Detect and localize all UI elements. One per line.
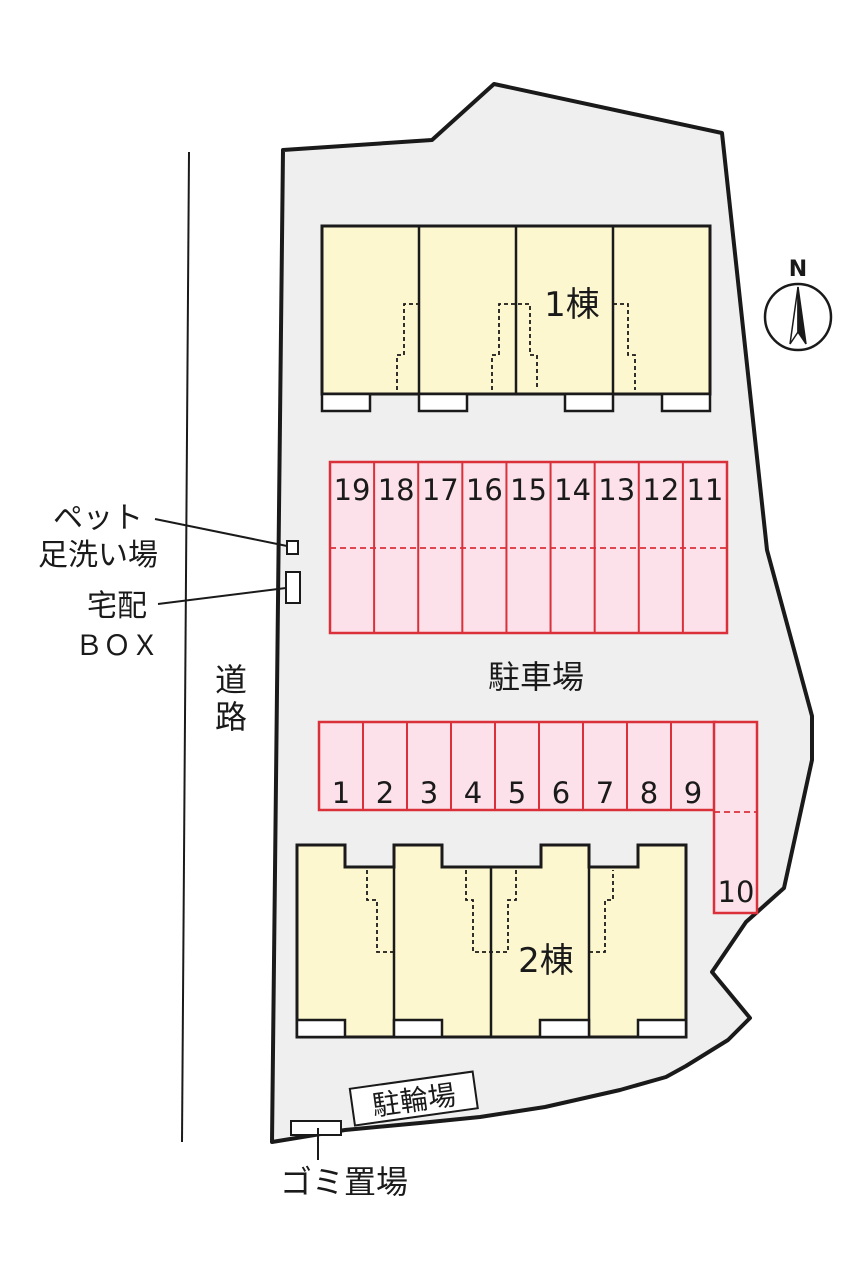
parking-number-5: 5 (508, 776, 526, 810)
compass-label: N (789, 257, 807, 282)
parking-number-8: 8 (640, 776, 658, 810)
building-1-label: 1棟 (544, 285, 600, 325)
delivery-box-marker (285, 571, 301, 604)
parking-number-9: 9 (684, 776, 702, 810)
road-label-2: 路 (215, 698, 247, 736)
delivery-box-label-2: ＢＯＸ (75, 629, 159, 662)
bike-parking: 駐輪場 (348, 1070, 479, 1127)
parking-number-1: 1 (332, 776, 350, 810)
parking-number-10: 10 (718, 875, 755, 909)
building-2 (295, 843, 688, 1039)
garbage-label: ゴミ置場 (280, 1163, 408, 1201)
pet-wash-label-2: 足洗い場 (38, 538, 158, 573)
parking-number-18: 18 (378, 473, 415, 507)
building-1 (320, 224, 712, 413)
parking-number-6: 6 (552, 776, 570, 810)
parking-number-7: 7 (596, 776, 614, 810)
delivery-box-label-1: 宅配 (87, 589, 147, 624)
compass-north-icon: N (763, 257, 833, 352)
parking-number-12: 12 (642, 473, 679, 507)
parking-label: 駐車場 (488, 658, 584, 696)
parking-number-19: 19 (334, 473, 371, 507)
parking-number-4: 4 (464, 776, 482, 810)
parking-number-16: 16 (466, 473, 503, 507)
parking-number-2: 2 (376, 776, 394, 810)
parking-number-11: 11 (686, 473, 723, 507)
parking-number-3: 3 (420, 776, 438, 810)
parking-space-10: 10 (712, 720, 759, 915)
road-label-1: 道 (215, 661, 247, 699)
pet-wash-marker (286, 540, 299, 555)
garbage-marker (290, 1120, 342, 1136)
parking-number-14: 14 (554, 473, 591, 507)
building-2-label: 2棟 (518, 941, 574, 981)
parking-number-17: 17 (422, 473, 459, 507)
parking-number-13: 13 (598, 473, 635, 507)
road-line (181, 151, 190, 1143)
parking-number-15: 15 (510, 473, 547, 507)
pet-wash-label-1: ペット (53, 501, 143, 536)
